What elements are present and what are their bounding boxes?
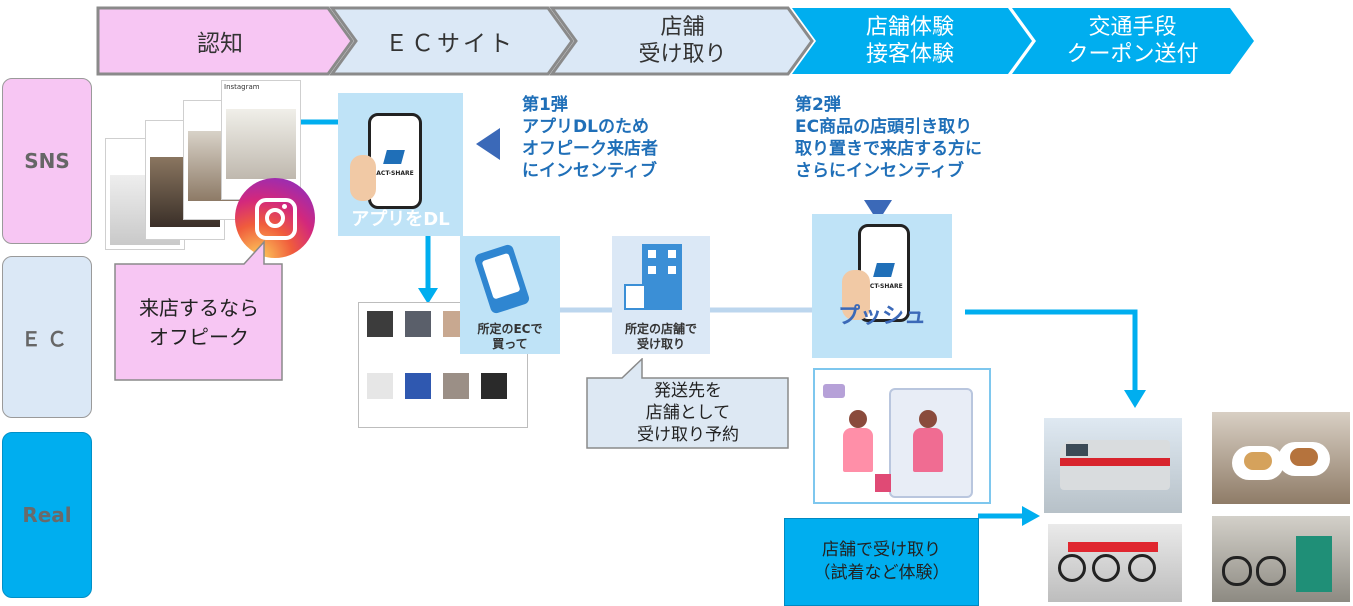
person-dress-icon xyxy=(843,428,873,472)
shipping-note-text: 発送先を 店舗として 受け取り予約 xyxy=(637,381,739,445)
store-experience-illustration xyxy=(813,368,991,504)
sns-note-callout xyxy=(114,240,283,381)
phase1-pointer xyxy=(476,128,500,160)
product-thumb xyxy=(367,311,393,337)
phase2-text: 第2弾 EC商品の店頭引き取り 取り置きで来店する方に さらにインセンティブ xyxy=(795,95,982,181)
instagram-dot-icon xyxy=(282,204,287,209)
arrow-head-down-ec xyxy=(418,288,438,304)
person-head-icon xyxy=(919,410,937,428)
bike-wheel-icon xyxy=(1128,554,1156,582)
store-experience-label: 店舗で受け取り （試着など体験） xyxy=(784,518,979,606)
instagram-lens-icon xyxy=(265,208,285,228)
bike-wheel-icon xyxy=(1058,554,1086,582)
scooter-wheel-icon xyxy=(1256,556,1286,586)
train-window xyxy=(1066,444,1088,456)
product-thumb xyxy=(405,311,431,337)
stage-label-awareness: 認知 xyxy=(197,31,243,57)
shopping-bag-icon xyxy=(875,474,891,492)
train-icon xyxy=(1060,440,1170,490)
smartphone-cart-icon xyxy=(473,243,531,315)
shopping-bag-icon xyxy=(624,284,646,310)
stage-label-store-experience: 店舗体験 接客体験 xyxy=(865,15,954,67)
shipping-note-shape xyxy=(586,358,789,449)
stage-chevron-store-experience xyxy=(792,8,1032,74)
stage-label-transport: 交通手段 クーポン送付 xyxy=(1066,15,1199,67)
window xyxy=(648,266,656,274)
stage-chevron-ec-site xyxy=(329,6,574,76)
food-icon xyxy=(1290,448,1318,466)
instagram-logo xyxy=(235,178,315,258)
instagram-header: Instagram xyxy=(224,83,260,91)
product-thumb xyxy=(367,373,393,399)
phase2-pointer xyxy=(864,200,892,222)
hand-icon xyxy=(842,270,870,320)
train-stripe xyxy=(1060,458,1170,466)
connector-push-transport xyxy=(965,309,1138,392)
stage-label-ec-site: ＥＣサイト xyxy=(385,31,515,57)
lane-sns: SNS xyxy=(2,78,92,244)
app-download-label: アプリをDL xyxy=(351,209,450,230)
bike-frame-icon xyxy=(1068,542,1158,552)
sns-note-text: 来店するなら オフピーク xyxy=(139,295,259,349)
stage-chevron-transport xyxy=(1012,8,1254,74)
checkbox-badge-icon xyxy=(823,384,845,398)
smartphone-screen xyxy=(481,252,521,300)
phase1-text: 第1弾 アプリDLのため オフピーク来店者 にインセンティブ xyxy=(522,95,658,181)
phone-icon: ACT-SHARE xyxy=(368,113,422,209)
phone-brand: ACT-SHARE xyxy=(865,283,903,290)
ec-purchase-card: 所定のECで 買って xyxy=(460,236,560,354)
sns-note-shape xyxy=(114,240,283,381)
app-download-card: ACT-SHARE アプリをDL xyxy=(338,93,463,236)
bike-share-photo xyxy=(1048,524,1182,602)
stage-chevron-awareness xyxy=(96,6,354,76)
sns-post-photo xyxy=(226,109,296,179)
scooter-wheel-icon xyxy=(1222,556,1252,586)
push-card: ACT-SHARE プッシュ xyxy=(812,214,952,358)
hand-icon xyxy=(350,155,376,201)
phone-brand: ACT-SHARE xyxy=(376,170,414,177)
person-head-icon xyxy=(849,410,867,428)
food-icon xyxy=(1244,452,1272,470)
person-dress-icon xyxy=(913,428,943,472)
arrow-head-down-transport xyxy=(1124,390,1146,408)
arrow-head-right-bikes xyxy=(1022,506,1040,526)
product-thumb xyxy=(443,373,469,399)
act-share-logo-icon xyxy=(383,150,405,164)
sns-screenshot-collage: Instagram xyxy=(105,80,320,258)
shipping-note-callout xyxy=(586,358,789,449)
parking-photo xyxy=(1212,516,1350,602)
store-pickup-card: 所定の店舗で 受け取り xyxy=(612,236,710,354)
instagram-camera-icon xyxy=(255,198,297,240)
store-pickup-label: 所定の店舗で 受け取り xyxy=(624,322,697,351)
lane-ec: ＥＣ xyxy=(2,256,92,418)
food-photo xyxy=(1212,412,1350,504)
push-label: プッシュ xyxy=(837,304,926,329)
bike-wheel-icon xyxy=(1092,554,1120,582)
stage-chevron-store-pickup xyxy=(549,6,814,76)
window xyxy=(648,250,656,258)
lane-real: Real xyxy=(2,432,92,598)
train-photo xyxy=(1044,418,1182,513)
building-icon xyxy=(642,244,682,310)
signboard-icon xyxy=(1296,536,1332,592)
product-thumb xyxy=(481,373,507,399)
window xyxy=(668,250,676,258)
product-thumb xyxy=(405,373,431,399)
stage-bar xyxy=(96,6,1254,76)
stage-label-store-pickup: 店舗 受け取り xyxy=(638,15,727,67)
ec-purchase-label: 所定のECで 買って xyxy=(477,322,543,351)
act-share-logo-icon xyxy=(873,263,895,277)
window xyxy=(668,266,676,274)
